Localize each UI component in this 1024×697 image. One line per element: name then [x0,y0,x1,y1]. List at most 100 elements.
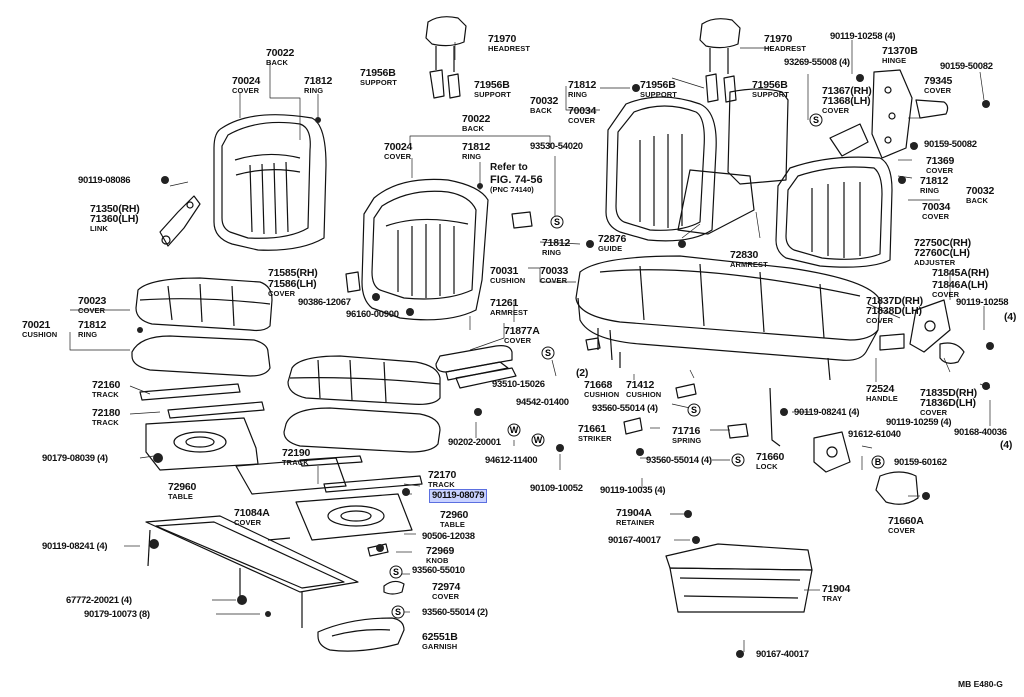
part-label-93560_55014_2[interactable]: 93560-55014 (2) [422,608,488,618]
part-label-93510[interactable]: 93510-15026 [492,380,545,390]
part-label-71350[interactable]: 71350(RH) [90,204,140,215]
part-label-90159_60162[interactable]: 90159-60162 [894,458,947,468]
part-label-90119_10035[interactable]: 90119-10035 (4) [600,486,666,496]
part-label-90506[interactable]: 90506-12038 [422,532,475,542]
part-label-90159_50082a[interactable]: 90159-50082 [940,62,993,72]
part-label-93530[interactable]: 93530-54020 [530,142,583,152]
part-label-90202[interactable]: 90202-20001 [448,438,501,448]
part-label-90179_08039[interactable]: 90179-08039 (4) [42,454,108,464]
part-label-72750c[interactable]: 72750C(RH) [914,238,971,249]
part-label-71845a[interactable]: 71845A(RH) [932,268,989,279]
part-label-94612[interactable]: 94612-11400 [485,456,537,466]
part-label-90119_10259[interactable]: 90119-10259 (4) [886,418,952,428]
part-label-71835d[interactable]: 71835D(RH) [920,388,977,399]
part-label-90119_08241_4[interactable]: 90119-08241 (4) [42,542,108,552]
part-label-2[interactable]: (2) [576,368,588,379]
part-label-71360[interactable]: 71360(LH)LINK [90,214,139,232]
part-label-71585[interactable]: 71585(RH) [268,268,318,279]
refer-line2[interactable]: FIG. 74-56 [490,173,543,186]
part-label-90159_50082b[interactable]: 90159-50082 [924,140,977,150]
part-label-4b[interactable]: (4) [1000,440,1012,451]
part-label-71368[interactable]: 71368(LH)COVER [822,96,871,114]
part-label-71836d[interactable]: 71836D(LH)COVER [920,398,976,416]
part-label-71846a[interactable]: 71846A(LH)COVER [932,280,988,298]
part-label-94542[interactable]: 94542-01400 [516,398,569,408]
part-label-96160[interactable]: 96160-00900 [346,310,399,320]
part-label-90167_40017b[interactable]: 90167-40017 [756,650,809,660]
part-label-90386[interactable]: 90386-12067 [298,298,351,308]
part-label-90119_10258_4b[interactable]: 90119-10258 [956,298,1008,308]
part-label-71367[interactable]: 71367(RH) [822,86,872,97]
part-label-93560_55014_4a[interactable]: 93560-55014 (4) [592,404,658,414]
part-label-90168[interactable]: 90168-40036 [954,428,1007,438]
part-label-90119_08241_4b[interactable]: 90119-08241 (4) [794,408,860,418]
part-label-4a[interactable]: (4) [1004,312,1016,323]
part-label-93269[interactable]: 93269-55008 (4) [784,58,850,68]
part-label-71586[interactable]: 71586(LH)COVER [268,279,317,297]
part-label-67772[interactable]: 67772-20021 (4) [66,596,132,606]
part-label-90119_08086[interactable]: 90119-08086 [78,176,130,186]
part-label-90179_10073[interactable]: 90179-10073 (8) [84,610,150,620]
part-label-90119_08079[interactable]: 90119-08079 [428,489,488,503]
part-label-91612[interactable]: 91612-61040 [848,430,901,440]
part-label-90109_10052[interactable]: 90109-10052 [530,484,583,494]
part-label-71838d[interactable]: 71838D(LH)COVER [866,306,922,324]
part-label-71837d[interactable]: 71837D(RH) [866,296,923,307]
part-label-93560_55010[interactable]: 93560-55010 [412,566,465,576]
part-label-90119_10258_4a[interactable]: 90119-10258 (4) [830,32,896,42]
part-label-72760c[interactable]: 72760C(LH)ADJUSTER [914,248,970,266]
part-label-93560_55014_4b[interactable]: 93560-55014 (4) [646,456,712,466]
part-label-90167_40017a[interactable]: 90167-40017 [608,536,661,546]
